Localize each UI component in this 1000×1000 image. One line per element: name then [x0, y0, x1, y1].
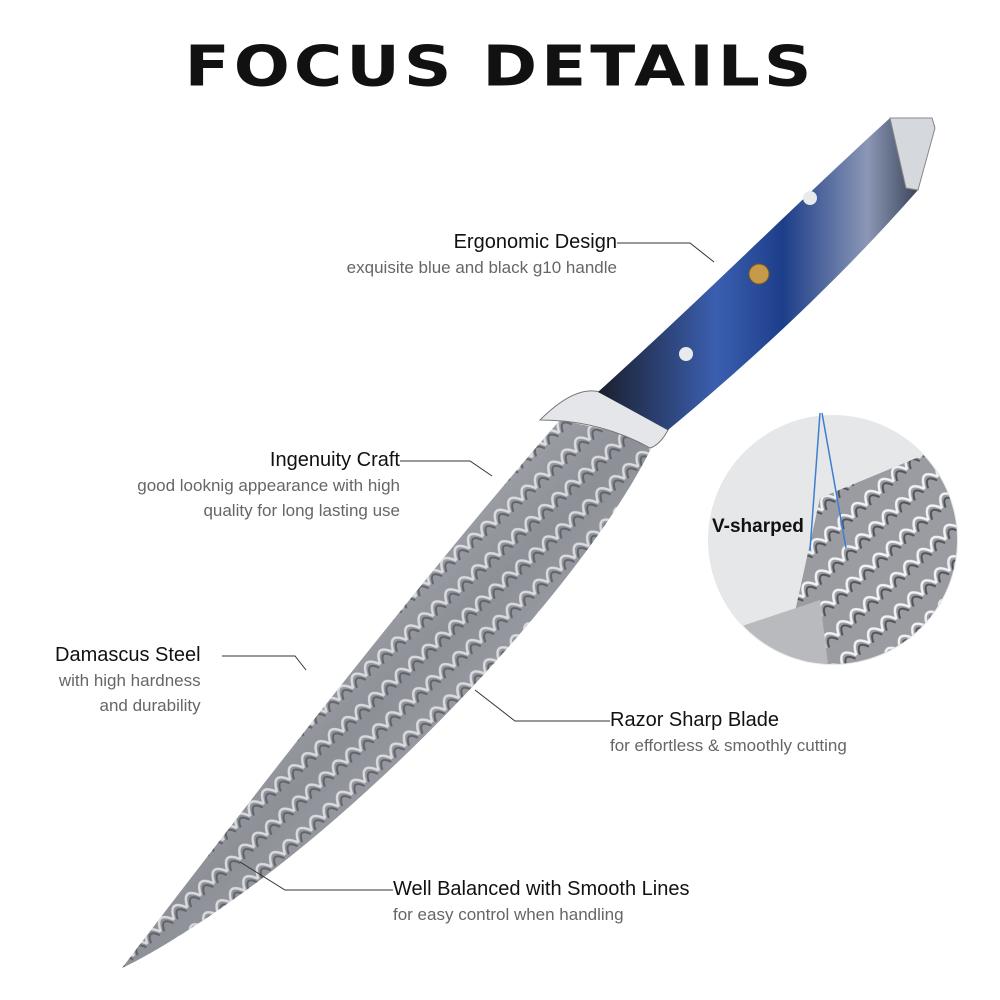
feature-description: quality for long lasting use	[203, 501, 400, 520]
feature-description: for effortless & smoothly cutting	[610, 736, 847, 755]
feature-heading: Razor Sharp Blade	[610, 709, 779, 731]
feature-heading: Ergonomic Design	[453, 231, 617, 253]
blade	[122, 420, 655, 968]
feature-description: for easy control when handling	[393, 905, 624, 924]
bolster	[538, 390, 669, 449]
page-title: FOCUS DETAILS	[184, 33, 816, 100]
feature-damascus-steel: Damascus Steel with high hardness and du…	[55, 643, 201, 718]
feature-description: and durability	[99, 696, 201, 715]
feature-heading: Well Balanced with Smooth Lines	[393, 878, 690, 900]
feature-description: exquisite blue and black g10 handle	[346, 258, 617, 277]
v-sharped-label: V-sharped	[712, 516, 804, 537]
leader-lines	[222, 242, 715, 891]
feature-description: with high hardness	[58, 671, 201, 690]
feature-description: good looknig appearance with high	[137, 476, 400, 495]
feature-ergonomic-design: Ergonomic Design exquisite blue and blac…	[347, 230, 617, 280]
feature-heading: Ingenuity Craft	[269, 449, 400, 471]
feature-ingenuity-craft: Ingenuity Craft good looknig appearance …	[137, 448, 400, 523]
feature-heading: Damascus Steel	[55, 644, 201, 666]
feature-well-balanced: Well Balanced with Smooth Lines for easy…	[393, 877, 689, 927]
v-sharped-inset	[708, 412, 958, 665]
feature-razor-sharp-blade: Razor Sharp Blade for effortless & smoot…	[610, 708, 847, 758]
handle	[598, 117, 936, 430]
